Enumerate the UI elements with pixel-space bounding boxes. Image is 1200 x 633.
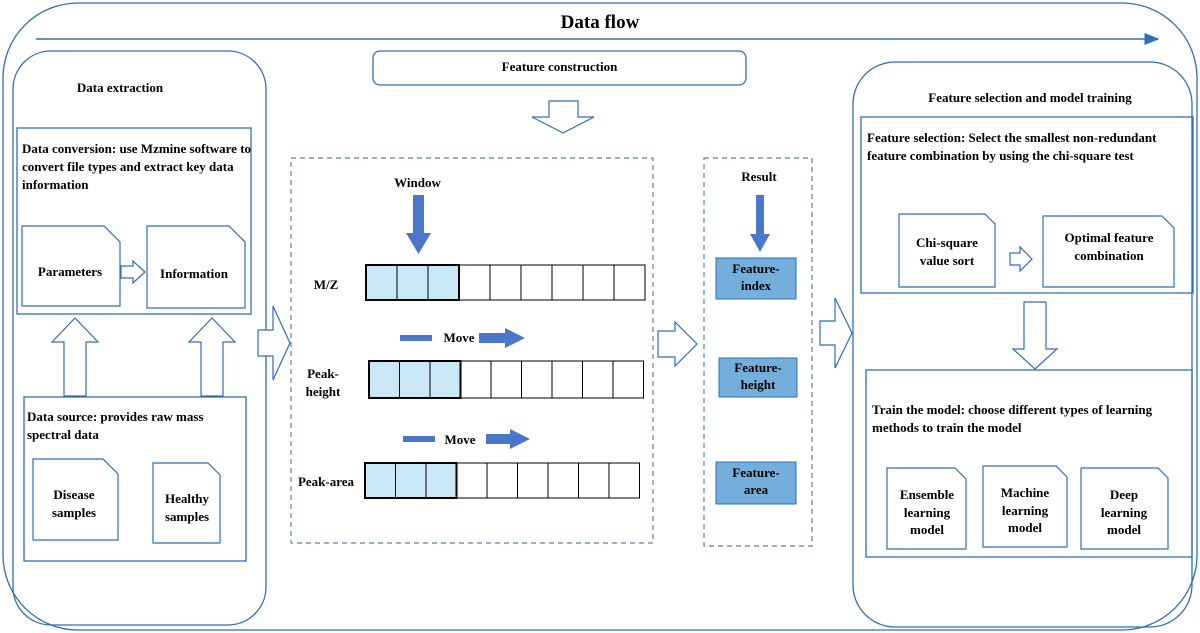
peak-area-cell-9 <box>608 462 640 499</box>
feature-area-box <box>715 461 797 505</box>
disease-samples-label: Disease samples <box>51 487 97 520</box>
ensemble-model-doc <box>886 467 967 550</box>
construction-down-arrow <box>531 100 595 134</box>
chi-square-sort-label: Chi-square value sort <box>916 235 978 268</box>
information-label: Information <box>160 266 228 281</box>
train-model-box <box>865 369 1193 558</box>
feature-selection-text: Feature selection: Select the smallest n… <box>867 130 1157 164</box>
feature-selection-box <box>860 116 1194 294</box>
data-conversion-text: Data conversion: use Mzmine software to … <box>22 141 252 193</box>
peak-height-cell-4 <box>460 360 492 399</box>
peak-height-cell-6 <box>521 360 553 399</box>
peak-area-cell-row <box>364 462 640 499</box>
feature-selection-heading: Feature selection and model training <box>928 90 1132 105</box>
mz-cell-9 <box>613 264 646 301</box>
peak-height-cell-5 <box>490 360 522 399</box>
move-arrow-2-head <box>486 429 530 449</box>
peak-height-cell-1 <box>368 360 400 399</box>
machine-model-doc <box>982 465 1068 548</box>
peak-area-cell-2 <box>395 462 427 499</box>
mz-cell-7 <box>551 264 584 301</box>
feature-construction-heading: Feature construction <box>501 59 618 74</box>
peak-area-cell-7 <box>547 462 579 499</box>
move-label-1: Move <box>443 330 475 345</box>
train-model-text: Train the model: choose different types … <box>872 402 1153 436</box>
mz-label: M/Z <box>313 277 339 292</box>
result-dashed-area <box>703 157 813 547</box>
result-down-arrow <box>750 195 770 252</box>
optimal-combination-doc <box>1042 215 1175 288</box>
data-conversion-box <box>16 127 252 315</box>
feature-index-label: Feature-index <box>732 261 780 293</box>
disease-samples-doc <box>32 458 119 541</box>
mz-cell-4 <box>458 264 491 301</box>
peak-height-cell-7 <box>551 360 583 399</box>
peak-area-label: Peak-area <box>297 474 355 489</box>
deep-model-label: Deep learning model <box>1100 487 1148 538</box>
peak-area-cell-4 <box>456 462 488 499</box>
extraction-to-construction-arrow <box>257 305 291 381</box>
mz-cell-8 <box>582 264 615 301</box>
machine-model-label: Machine learning model <box>1000 485 1050 536</box>
window-label: Window <box>394 175 441 190</box>
feature-height-label: Feature-height <box>734 360 782 392</box>
window-arrow <box>406 195 431 254</box>
feature-index-box <box>715 257 797 300</box>
peak-area-cell-8 <box>578 462 610 499</box>
peak-area-cell-5 <box>486 462 518 499</box>
mz-cell-3 <box>427 264 460 301</box>
data-source-box <box>23 396 247 562</box>
parameters-doc <box>21 225 121 307</box>
chi-to-optimal-arrow <box>1009 245 1033 273</box>
feature-selection-panel <box>852 61 1193 628</box>
deep-model-doc <box>1080 467 1169 550</box>
source-up-arrow-right <box>187 317 237 397</box>
mz-cell-window-outline <box>365 264 460 301</box>
mz-cell-1 <box>365 264 398 301</box>
healthy-samples-label: Healthy samples <box>164 491 210 524</box>
information-doc <box>146 225 246 309</box>
feature-construction-header-box <box>372 50 747 86</box>
result-heading: Result <box>741 169 777 184</box>
move-arrow-1 <box>400 335 432 341</box>
source-up-arrow-left <box>50 317 100 397</box>
peak-area-cell-window-outline <box>364 462 458 499</box>
move-label-2: Move <box>444 432 476 447</box>
peak-height-cell-2 <box>399 360 431 399</box>
feature-area-label: Feature-area <box>732 465 780 497</box>
chi-square-sort-doc <box>898 213 996 288</box>
diagram-title: Data flow <box>560 12 640 33</box>
optimal-combination-label: Optimal feature combination <box>1064 230 1154 263</box>
healthy-samples-doc <box>152 462 221 544</box>
mz-cell-2 <box>396 264 429 301</box>
peak-area-cell-3 <box>425 462 457 499</box>
selection-to-training-arrow <box>1011 301 1059 370</box>
peak-height-cell-3 <box>429 360 461 399</box>
peak-height-label: Peak-height <box>305 366 341 399</box>
move-arrow-2 <box>403 436 435 442</box>
feature-height-box <box>718 357 798 398</box>
peak-height-cell-9 <box>612 360 644 399</box>
parameters-to-information-arrow <box>120 259 146 285</box>
feature-construction-dashed-area <box>290 157 654 544</box>
peak-area-cell-6 <box>517 462 549 499</box>
mz-cell-6 <box>520 264 553 301</box>
parameters-label: Parameters <box>37 264 103 279</box>
peak-height-cell-window-outline <box>368 360 462 399</box>
result-to-selection-arrow <box>819 297 853 369</box>
mz-cell-row <box>365 264 646 301</box>
peak-area-cell-1 <box>364 462 396 499</box>
data-extraction-heading: Data extraction <box>76 80 164 95</box>
move-arrow-1-head <box>479 328 525 348</box>
mz-cell-5 <box>489 264 522 301</box>
data-source-text: Data source: provides raw mass spectral … <box>27 409 204 443</box>
peak-height-cell-8 <box>582 360 614 399</box>
ensemble-model-label: Ensemble learning model <box>899 487 955 538</box>
construction-to-result-arrow <box>657 320 698 368</box>
peak-height-cell-row <box>368 360 644 399</box>
